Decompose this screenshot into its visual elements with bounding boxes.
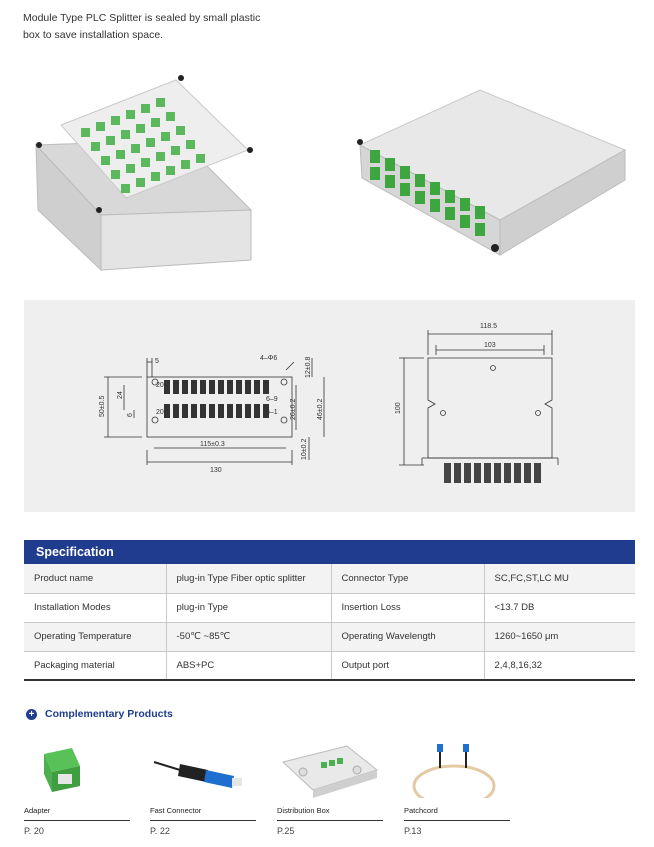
distribution-box-image bbox=[281, 745, 379, 798]
dim-5: 5 bbox=[155, 358, 159, 365]
divider bbox=[150, 820, 256, 821]
spec-label: Installation Modes bbox=[24, 593, 167, 623]
product-name: Distribution Box bbox=[277, 806, 330, 815]
product-photo-front bbox=[26, 70, 266, 280]
spec-label: Operating Wavelength bbox=[331, 622, 485, 652]
product-photo-side bbox=[340, 70, 630, 280]
dim-46: 46±0.2 bbox=[317, 399, 324, 420]
dim-130: 130 bbox=[210, 467, 222, 474]
dim-4phi6: 4–Φ6 bbox=[260, 355, 277, 362]
plus-circle-icon: + bbox=[26, 708, 37, 720]
spec-label: Operating Temperature bbox=[24, 622, 167, 652]
divider bbox=[24, 820, 130, 821]
product-page: P.13 bbox=[404, 826, 422, 836]
product-page: P. 22 bbox=[150, 826, 170, 836]
table-row: Product name plug-in Type Fiber optic sp… bbox=[24, 564, 635, 594]
product-card-distribution-box[interactable]: Distribution Box P.25 bbox=[277, 740, 383, 840]
dim-6: 6 bbox=[127, 413, 134, 417]
spec-value: -50℃ ~85℃ bbox=[166, 622, 332, 652]
adapter-image bbox=[44, 748, 80, 792]
fast-connector-image bbox=[153, 761, 242, 788]
product-name: Adapter bbox=[24, 806, 51, 815]
complementary-products-list: Adapter P. 20 Fast Connector P. 22 Distr… bbox=[24, 740, 635, 840]
dim-26: 26±0.2 bbox=[290, 399, 297, 420]
dim-100: 100 bbox=[395, 402, 402, 414]
specification-section: Specification Product name plug-in Type … bbox=[24, 540, 635, 681]
dim-118: 118.5 bbox=[480, 323, 497, 330]
product-card-patchcord[interactable]: Patchcord P.13 bbox=[404, 740, 510, 840]
spec-label: Connector Type bbox=[331, 564, 485, 594]
complementary-products-title: Complementary Products bbox=[45, 708, 173, 720]
patchcord-image bbox=[412, 744, 496, 798]
spec-value: plug-in Type Fiber optic splitter bbox=[166, 564, 332, 594]
table-row: Packaging material ABS+PC Output port 2,… bbox=[24, 651, 635, 681]
dim-24: 24 bbox=[117, 391, 124, 399]
label-202: 202 bbox=[156, 382, 168, 389]
product-card-fast-connector[interactable]: Fast Connector P. 22 bbox=[150, 740, 256, 840]
spec-value: 1260~1650 μm bbox=[484, 622, 635, 652]
product-name: Patchcord bbox=[404, 806, 438, 815]
specification-table: Product name plug-in Type Fiber optic sp… bbox=[24, 564, 635, 681]
spec-label: Insertion Loss bbox=[331, 593, 485, 623]
divider bbox=[277, 820, 383, 821]
technical-drawing: 5 4–Φ6 12±0.8 50±0.5 24 6 202 201 26±0.2… bbox=[24, 300, 635, 512]
intro-text: Module Type PLC Splitter is sealed by sm… bbox=[23, 10, 283, 44]
table-row: Operating Temperature -50℃ ~85℃ Operatin… bbox=[24, 622, 635, 652]
spec-value: ABS+PC bbox=[166, 651, 332, 681]
dim-103: 103 bbox=[484, 342, 496, 349]
spec-value: plug-in Type bbox=[166, 593, 332, 623]
dim-115: 115±0.3 bbox=[200, 441, 225, 448]
product-page: P.25 bbox=[277, 826, 295, 836]
label-6-1: 6–1 bbox=[266, 409, 278, 416]
product-name: Fast Connector bbox=[150, 806, 202, 815]
intro-line-2: box to save installation space. bbox=[23, 29, 164, 41]
specification-title: Specification bbox=[24, 540, 635, 564]
label-201: 201 bbox=[156, 409, 168, 416]
spec-value: SC,FC,ST,LC MU bbox=[484, 564, 635, 594]
complementary-products-heading: + Complementary Products bbox=[26, 706, 173, 722]
spec-label: Product name bbox=[24, 564, 167, 594]
intro-line-1: Module Type PLC Splitter is sealed by sm… bbox=[23, 12, 261, 24]
dim-50: 50±0.5 bbox=[99, 396, 106, 417]
dim-10: 10±0.2 bbox=[301, 439, 308, 460]
product-card-adapter[interactable]: Adapter P. 20 bbox=[24, 740, 130, 840]
dim-12: 12±0.8 bbox=[305, 357, 312, 378]
spec-value: <13.7 DB bbox=[484, 593, 635, 623]
table-row: Installation Modes plug-in Type Insertio… bbox=[24, 593, 635, 623]
spec-value: 2,4,8,16,32 bbox=[484, 651, 635, 681]
spec-label: Packaging material bbox=[24, 651, 167, 681]
label-6-9: 6–9 bbox=[266, 396, 278, 403]
product-page: P. 20 bbox=[24, 826, 44, 836]
divider bbox=[404, 820, 510, 821]
spec-label: Output port bbox=[331, 651, 485, 681]
